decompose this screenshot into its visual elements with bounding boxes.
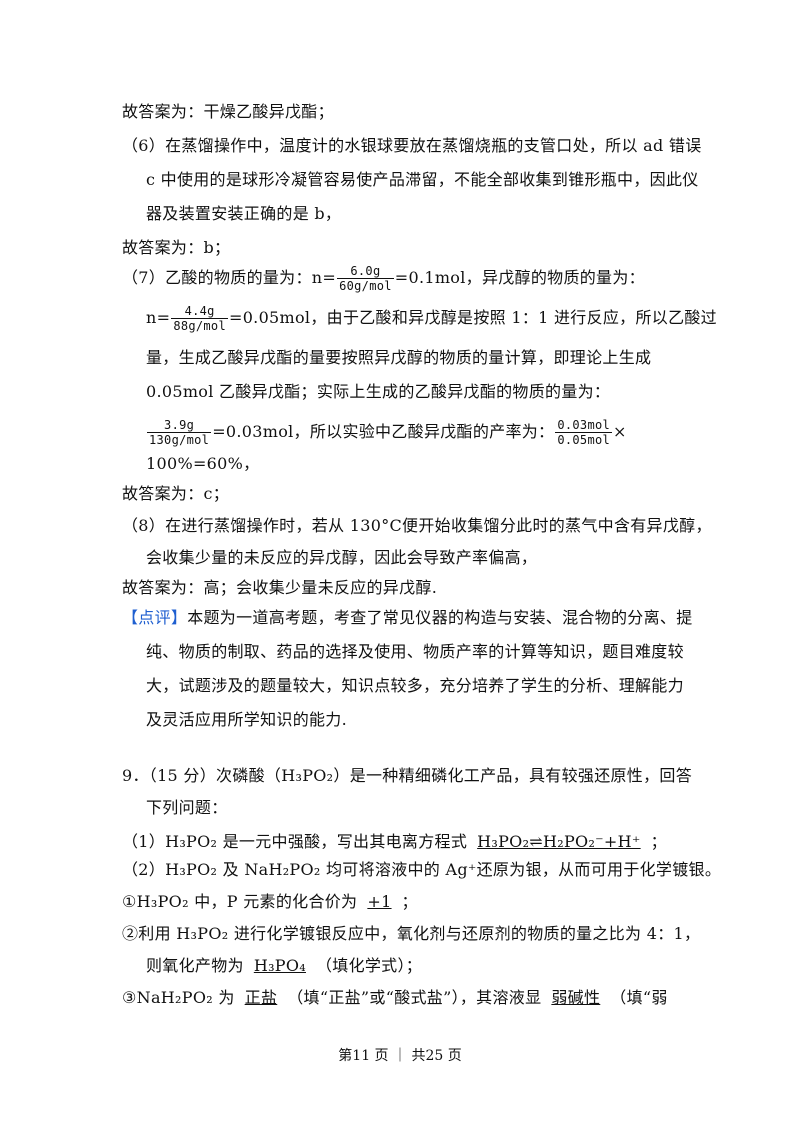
q9-line: ③NaH₂PO₂ 为正盐（填“正盐”或“酸式盐”），其溶液显弱碱性（填“弱 [122,988,668,1007]
review-line: 纯、物质的制取、药品的选择及使用、物质产率的计算等知识，题目难度较 [146,642,684,661]
q8-line: （8）在进行蒸馏操作时，若从 130°C便开始收集馏分此时的蒸气中含有异戊醇， [122,516,712,535]
q6-line: 器及装置安装正确的是 b， [146,204,342,223]
answer-line: 故答案为：高；会收集少量未反应的异戊醇. [122,578,438,597]
q7-line: 量，生成乙酸异戊酯的量要按照异戊醇的物质的量计算，即理论上生成 [146,348,652,367]
q9-line: （2）H₃PO₂ 及 NaH₂PO₂ 均可将溶液中的 Ag⁺还原为银，从而可用于… [122,860,722,879]
answer-line: 故答案为：c； [122,484,230,503]
q9-line: 9．（15 分）次磷酸（H₃PO₂）是一种精细磷化工产品，具有较强还原性，回答 [122,766,692,785]
review-line: 大，试题涉及的题量较大，知识点较多，充分培养了学生的分析、理解能力 [146,676,684,695]
q8-line: 会收集少量的未反应的异戊醇，因此会导致产率偏高， [146,548,538,567]
q7-line: 100%=60%， [146,454,260,473]
filled-answer: H₃PO₄ [253,956,306,975]
page-footer: 第11 页 ｜ 共25 页 [338,1048,462,1064]
filled-answer: 弱碱性 [551,988,601,1007]
filled-answer: 正盐 [244,988,278,1007]
q9-line: ②利用 H₃PO₂ 进行化学镀银反应中，氧化剂与还原剂的物质的量之比为 4：1， [122,924,701,943]
q6-line: （6）在蒸馏操作中，温度计的水银球要放在蒸馏烧瓶的支管口处，所以 ad 错误 [122,136,702,155]
q9-line: ①H₃PO₂ 中，P 元素的化合价为+1； [122,892,418,911]
review-tag: 【点评】 [122,608,188,627]
q6-line: c 中使用的是球形冷凝管容易使产品滞留，不能全部收集到锥形瓶中，因此仪 [146,170,699,189]
answer-line: 故答案为：干燥乙酸异戊酯； [122,102,334,121]
filled-answer: +1 [367,892,392,911]
review-line: 及灵活应用所学知识的能力. [146,710,347,729]
q9-line: 下列问题： [146,798,228,817]
filled-answer: H₃PO₂⇌H₂PO₂⁻+H⁺ [477,832,641,851]
answer-line: 故答案为：b； [122,238,231,257]
q7-line: 0.05mol 乙酸异戊酯；实际上生成的乙酸异戊酯的物质的量为： [146,382,611,401]
review-line: 【点评】本题为一道高考题，考查了常见仪器的构造与安装、混合物的分离、提 [122,608,693,627]
